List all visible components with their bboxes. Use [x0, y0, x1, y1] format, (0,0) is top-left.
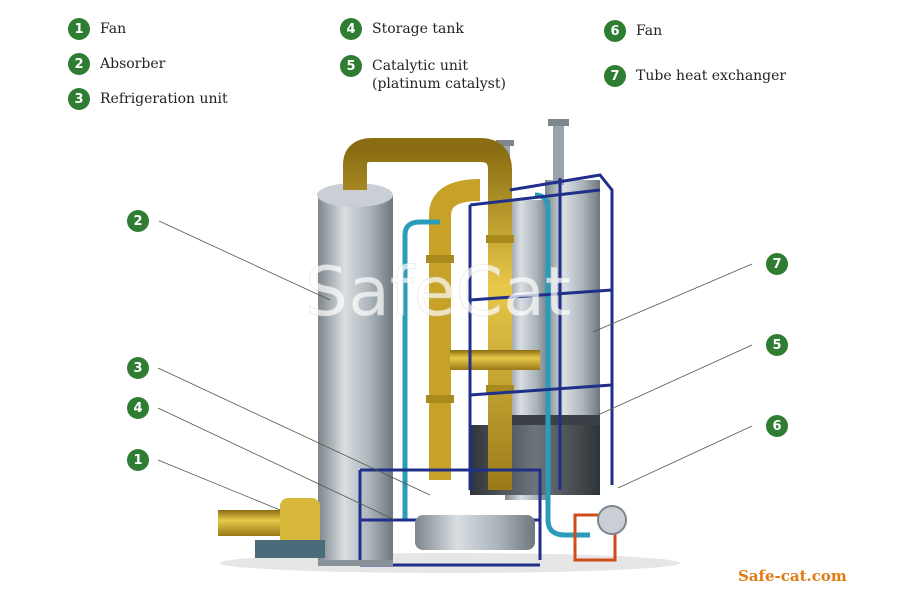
gold-pipe-cross	[450, 350, 540, 370]
legend-item-2: 2 Absorber	[68, 53, 165, 75]
fan-6-housing	[597, 505, 627, 535]
gold-pipe-top	[343, 138, 512, 490]
absorber-base	[318, 560, 393, 566]
fan-6-frame	[573, 513, 617, 562]
legend-item-4: 4 Storage tank	[340, 18, 464, 40]
legend-item-7: 7 Tube heat exchanger	[604, 65, 786, 87]
legend-item-5: 5 Catalytic unit(platinum catalyst)	[340, 55, 506, 93]
fan-1-housing	[280, 498, 320, 548]
callout-6: 6	[766, 415, 788, 437]
legend-badge: 7	[604, 65, 626, 87]
legend-label: Tube heat exchanger	[636, 68, 787, 84]
exhaust-stack-left-cap	[496, 140, 514, 146]
leader-lines	[157, 220, 753, 521]
absorber-dome	[317, 183, 393, 207]
absorber-column	[318, 195, 393, 565]
legend-badge: 1	[68, 18, 90, 40]
legend-badge: 4	[340, 18, 362, 40]
callout-3: 3	[127, 357, 149, 379]
legend-label: Catalytic unit(platinum catalyst)	[372, 58, 506, 92]
gold-flange	[486, 385, 514, 393]
callout-1: 1	[127, 449, 149, 471]
exhaust-stack-right	[553, 125, 564, 185]
fan-1-base	[255, 540, 325, 558]
legend-item-6: 6 Fan	[604, 20, 662, 42]
legend-label: Absorber	[100, 56, 166, 72]
gold-flange	[426, 255, 454, 263]
legend-badge: 6	[604, 20, 626, 42]
callout-7: 7	[766, 253, 788, 275]
exhaust-stack-right-cap	[548, 119, 569, 126]
teal-pipe	[402, 219, 440, 520]
callout-2: 2	[127, 210, 149, 232]
gold-flange	[426, 395, 454, 403]
legend-label: Storage tank	[372, 21, 464, 37]
legend-label: Fan	[636, 23, 663, 39]
refrigeration-unit	[415, 515, 535, 550]
legend-badge: 5	[340, 55, 362, 77]
gold-pipe-inner	[429, 179, 481, 480]
gold-flange	[486, 235, 514, 243]
fan-1-inlet	[218, 510, 283, 536]
legend-badge: 2	[68, 53, 90, 75]
watermark: SafeCat	[305, 253, 571, 332]
callout-4: 4	[127, 397, 149, 419]
site-url: Safe-cat.com	[738, 567, 847, 585]
legend-label: Refrigeration unit	[100, 91, 228, 107]
legend-badge: 3	[68, 88, 90, 110]
legend-item-1: 1 Fan	[68, 18, 126, 40]
steel-frame	[358, 173, 614, 567]
callout-5: 5	[766, 334, 788, 356]
legend-label: Fan	[100, 21, 127, 37]
legend-item-3: 3 Refrigeration unit	[68, 88, 228, 110]
